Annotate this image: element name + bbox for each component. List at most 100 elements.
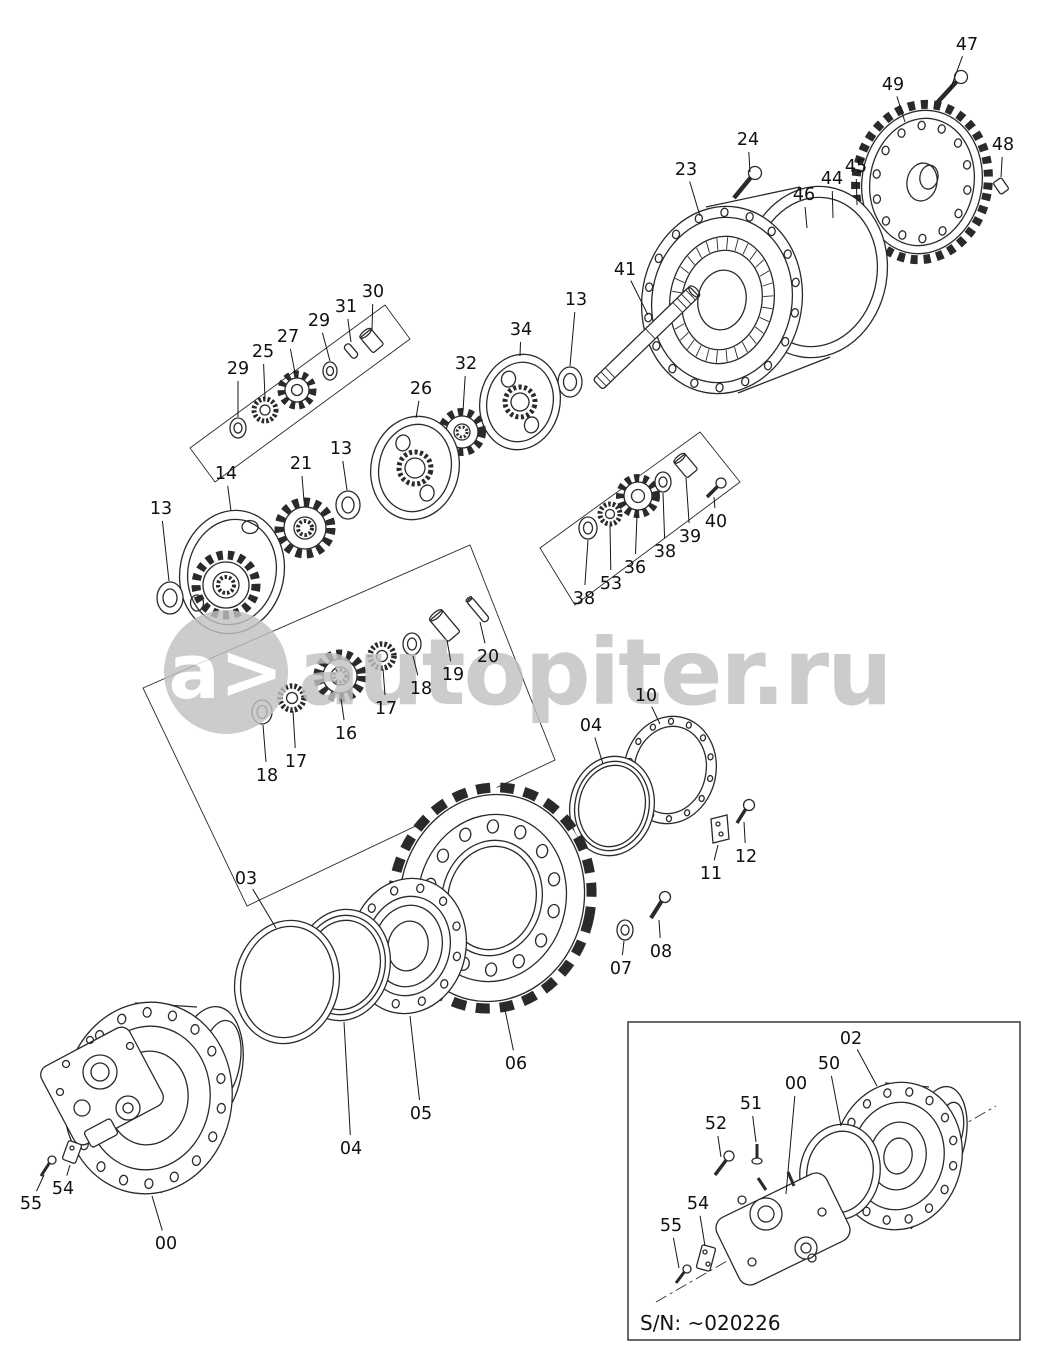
needle-bearing-53 <box>597 501 623 527</box>
leader-45-5 <box>855 178 858 206</box>
leader-48-2 <box>1000 156 1003 178</box>
callout-23-4: 23 <box>675 160 697 180</box>
callout-34-10: 34 <box>510 320 532 340</box>
callout-29-16: 29 <box>227 359 249 379</box>
inset-box: S/N: ~020226 <box>627 1021 1021 1341</box>
callout-18-31: 18 <box>410 679 432 699</box>
leader-47-0 <box>949 56 963 91</box>
leader-23-4 <box>689 181 701 217</box>
callout-38-26: 38 <box>654 542 676 562</box>
callout-11-38: 11 <box>700 864 722 884</box>
roller-19 <box>428 608 460 642</box>
thrust-washer-13b <box>335 490 361 520</box>
callout-17-34: 17 <box>285 752 307 772</box>
bolt-40 <box>705 477 727 499</box>
bolt-08 <box>649 890 672 920</box>
watermark-logo <box>164 610 288 734</box>
callout-19-30: 19 <box>442 665 464 685</box>
callout-13-9: 13 <box>565 290 587 310</box>
stud-51 <box>751 1144 763 1165</box>
plate-54a <box>61 1140 83 1164</box>
callout-04-36: 04 <box>580 716 602 736</box>
leader-31-12 <box>347 318 352 343</box>
callout-44-6: 44 <box>821 169 843 189</box>
thrust-washer-13a <box>156 581 184 615</box>
pinion-set-upper <box>229 327 384 439</box>
leader-18-35 <box>262 724 267 763</box>
callout-13-19: 13 <box>330 439 352 459</box>
callout-54-47: 54 <box>52 1179 74 1199</box>
callout-41-8: 41 <box>614 260 636 280</box>
leader-52-53 <box>717 1135 722 1158</box>
watermark-logo-text: a> <box>169 627 284 716</box>
drive-shaft-41 <box>593 285 701 389</box>
leader-41-8 <box>630 280 649 316</box>
bolt-12 <box>735 798 756 824</box>
callout-51-52: 51 <box>740 1094 762 1114</box>
callout-39-27: 39 <box>679 527 701 547</box>
callout-48-2: 48 <box>992 135 1014 155</box>
callout-05-44: 05 <box>410 1104 432 1124</box>
callout-17-32: 17 <box>375 699 397 719</box>
leader-18-31 <box>412 655 419 676</box>
leader-06-43 <box>504 1009 514 1051</box>
callout-40-28: 40 <box>705 512 727 532</box>
leader-17-34 <box>292 710 296 749</box>
leader-03-40 <box>252 888 277 929</box>
callout-07-41: 07 <box>610 959 632 979</box>
plug-48 <box>993 177 1009 195</box>
travel-motor-00 <box>715 1171 851 1286</box>
leader-49-1 <box>896 96 906 123</box>
leader-38-23 <box>584 539 589 586</box>
seal-ring-03 <box>233 919 341 1045</box>
leader-38-26 <box>662 492 666 539</box>
pin-31 <box>343 343 359 359</box>
leader-05-44 <box>409 1015 420 1101</box>
callout-55-48: 55 <box>20 1194 42 1214</box>
bolt-47 <box>934 69 969 106</box>
leader-29-13 <box>321 332 331 362</box>
leader-26-18 <box>415 400 420 419</box>
construction-lines <box>142 304 741 907</box>
screw-55b <box>674 1264 692 1284</box>
callout-16-33: 16 <box>335 724 357 744</box>
roller-30 <box>359 327 384 353</box>
callout-06-43: 06 <box>505 1054 527 1074</box>
callout-54-54: 54 <box>687 1194 709 1214</box>
planet-gear-36 <box>616 474 660 518</box>
callout-27-14: 27 <box>277 327 299 347</box>
leader-02-49 <box>856 1049 878 1087</box>
needle-bearing-25 <box>251 396 279 424</box>
washer-29a <box>229 417 247 439</box>
planet-gear-16 <box>313 649 367 703</box>
callout-29-13: 29 <box>308 311 330 331</box>
callout-08-42: 08 <box>650 942 672 962</box>
plate-11 <box>710 814 730 844</box>
callout-14-21: 14 <box>215 464 237 484</box>
watermark-text: autopiter.ru <box>298 619 891 726</box>
callout-45-5: 45 <box>845 157 867 177</box>
leader-46-7 <box>804 206 808 229</box>
callout-12-39: 12 <box>735 847 757 867</box>
pin-20 <box>465 596 490 623</box>
leader-24-3 <box>748 151 751 173</box>
serial-number: S/N: ~020226 <box>640 1311 781 1335</box>
callout-31-12: 31 <box>335 297 357 317</box>
needle-bearing-17b <box>367 641 397 671</box>
washer-38b <box>654 471 672 493</box>
callout-18-35: 18 <box>256 766 278 786</box>
callout-30-11: 30 <box>362 282 384 302</box>
leader-13-19 <box>342 460 348 491</box>
callout-49-1: 49 <box>882 75 904 95</box>
leader-54-54 <box>699 1215 706 1247</box>
callout-02-49: 02 <box>840 1029 862 1049</box>
leader-11-38 <box>713 844 719 861</box>
ring-gear-drum-23 <box>640 185 889 395</box>
leader-13-9 <box>569 311 576 367</box>
leader-50-50 <box>830 1075 842 1127</box>
leader-40-28 <box>713 496 716 509</box>
pinion-set-16 <box>251 596 490 725</box>
callout-38-23: 38 <box>573 589 595 609</box>
